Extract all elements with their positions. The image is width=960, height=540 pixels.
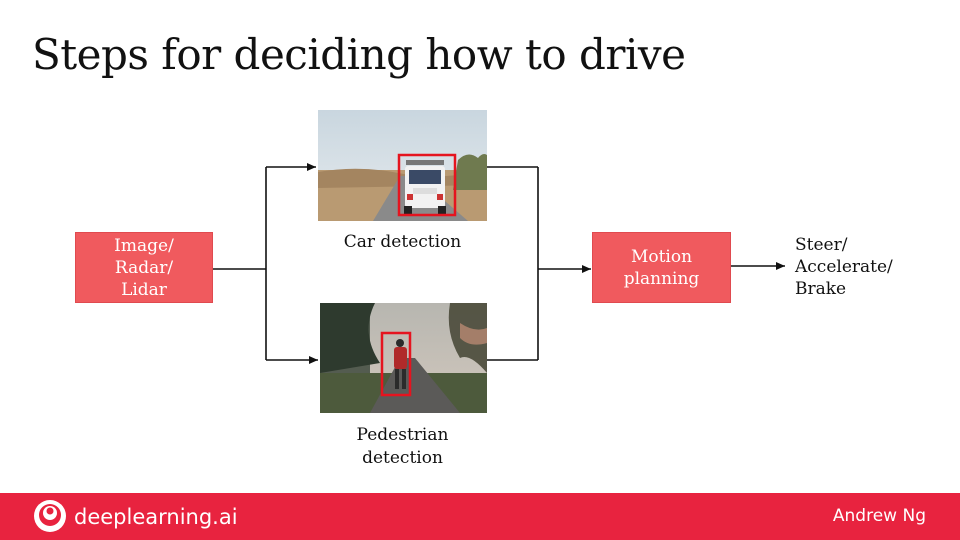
pedestrian-bounding-box — [380, 331, 412, 397]
car-detection-image — [318, 110, 487, 221]
input-sensor-label: Image/ Radar/ Lidar — [114, 235, 174, 300]
footer-bar — [0, 493, 960, 540]
motion-planning-label: Motion planning — [623, 246, 700, 289]
pedestrian-detection-image — [320, 303, 487, 413]
control-output-label: Steer/ Accelerate/ Brake — [795, 235, 893, 299]
input-sensor-box: Image/ Radar/ Lidar — [75, 232, 213, 303]
car-detection-label: Car detection — [343, 232, 462, 252]
author-name: Andrew Ng — [832, 506, 926, 526]
deeplearning-logo-icon — [34, 500, 66, 532]
slide-title: Steps for deciding how to drive — [32, 30, 686, 79]
brand-name: deeplearning.ai — [74, 505, 238, 529]
pedestrian-detection-label: Pedestrian detection — [356, 425, 449, 468]
car-bounding-box — [397, 153, 457, 217]
motion-planning-box: Motion planning — [592, 232, 731, 303]
